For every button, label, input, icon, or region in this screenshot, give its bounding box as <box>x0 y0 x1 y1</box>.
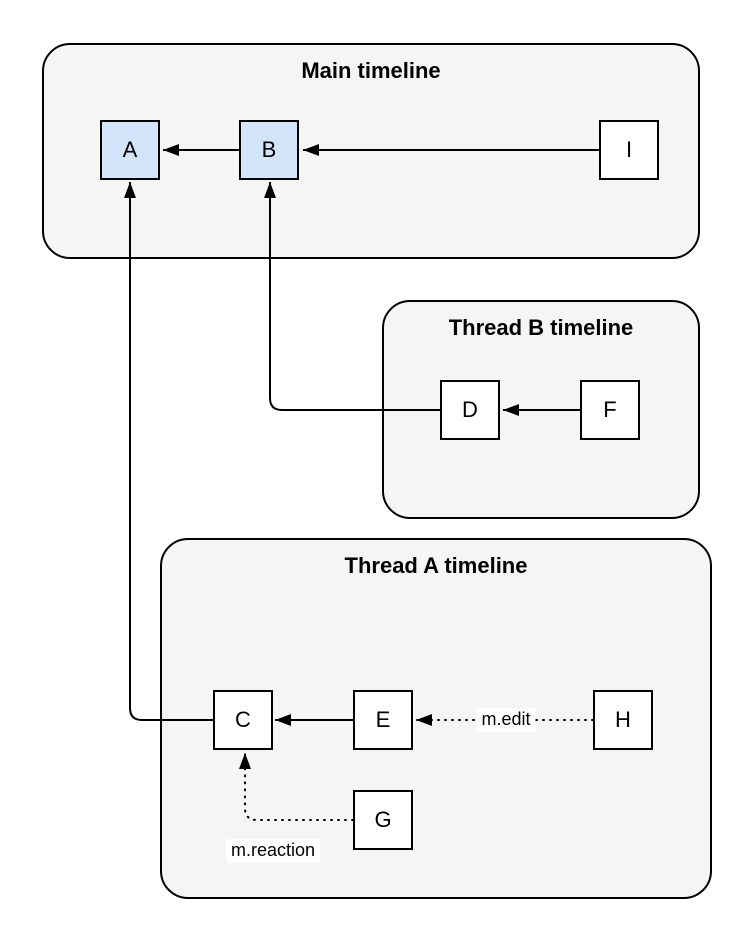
edge-label-m-edit: m.edit <box>476 708 536 732</box>
node-D-label: D <box>462 397 478 422</box>
node-C-label: C <box>235 707 251 732</box>
node-F-label: F <box>603 397 617 422</box>
node-C: C <box>213 690 273 750</box>
node-B: B <box>239 120 299 180</box>
node-F: F <box>580 380 640 440</box>
node-B-label: B <box>261 137 277 162</box>
node-I: I <box>599 120 659 180</box>
node-D: D <box>440 380 500 440</box>
node-E-label: E <box>375 707 391 732</box>
group-title-thread-b-timeline: Thread B timeline <box>448 315 634 340</box>
group-title-main-timeline: Main timeline <box>301 58 441 83</box>
node-A-label: A <box>122 137 138 162</box>
edge-label-m-reaction: m.reaction <box>225 839 321 863</box>
node-G: G <box>353 790 413 850</box>
group-thread-b-timeline: Thread B timeline <box>382 300 700 519</box>
node-H-label: H <box>615 707 631 732</box>
node-G-label: G <box>374 807 392 832</box>
node-A: A <box>100 120 160 180</box>
group-title-thread-a-timeline: Thread A timeline <box>344 553 528 578</box>
node-I-label: I <box>625 137 633 162</box>
node-E: E <box>353 690 413 750</box>
node-H: H <box>593 690 653 750</box>
